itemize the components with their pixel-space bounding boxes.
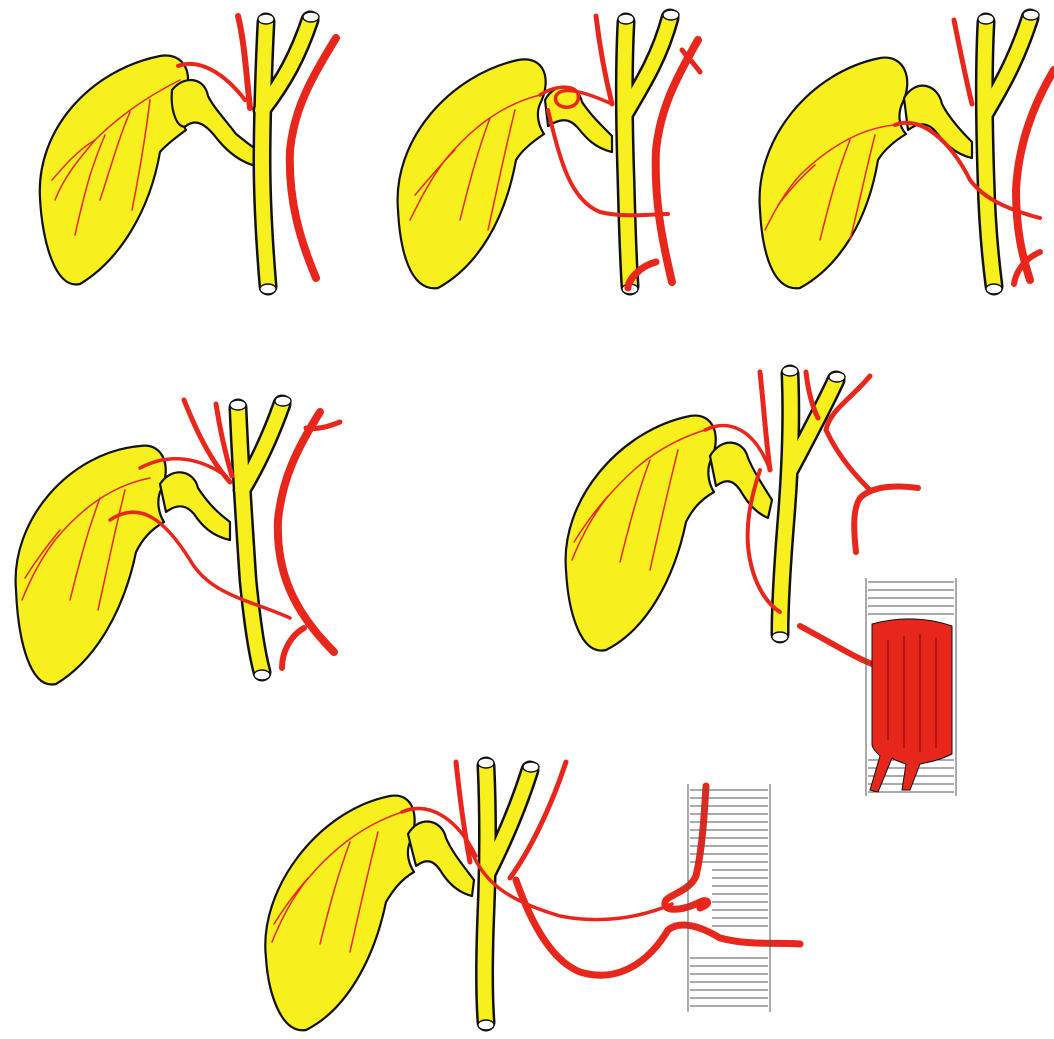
gallbladder-neck [172, 80, 258, 166]
duct-cut-end [978, 14, 994, 24]
duct-cut-end [772, 632, 788, 642]
aorta-vessel [870, 619, 952, 792]
gallbladder [40, 56, 188, 285]
common-hepatic-artery [854, 486, 918, 552]
duct-cut-end [258, 14, 274, 24]
duct-cut-end [275, 396, 291, 406]
panel-2 [398, 10, 700, 294]
duct-cut-end [523, 762, 539, 772]
gallbladder [265, 796, 414, 1031]
aorta [866, 578, 956, 796]
hepatic-artery [1016, 70, 1054, 280]
duct-cut-end [782, 366, 798, 376]
duct-cut-end [663, 10, 679, 20]
panel-4 [16, 396, 340, 684]
duodenal-branch-loop [665, 786, 708, 909]
duct-cut-end [303, 12, 319, 22]
cystic-artery-long-course [548, 110, 668, 215]
duct-cut-end [1023, 10, 1039, 20]
duodenum-hatching [688, 784, 770, 1012]
gallbladder-neck [160, 472, 230, 540]
panel-6 [265, 758, 800, 1030]
gastroduodenal-artery [282, 628, 304, 668]
duct-cut-end [478, 758, 494, 768]
duct-cut-end [829, 372, 845, 382]
panel-3 [760, 10, 1054, 294]
right-hepatic-artery [954, 20, 972, 104]
superior-mesenteric-artery [800, 626, 872, 664]
panel-1 [40, 12, 336, 294]
gallbladder [566, 416, 716, 651]
duct-cut-end [230, 400, 246, 410]
hepatic-artery [656, 40, 698, 282]
duct-cut-end [478, 1020, 494, 1030]
duodenum [688, 784, 770, 1012]
duct-cut-end [618, 14, 634, 24]
panel-5 [566, 366, 956, 796]
duct-cut-end [260, 284, 276, 294]
duct-cut-end [254, 670, 270, 680]
right-hepatic-artery [596, 16, 612, 104]
duct-cut-end [986, 284, 1002, 294]
gallbladder [760, 58, 908, 289]
